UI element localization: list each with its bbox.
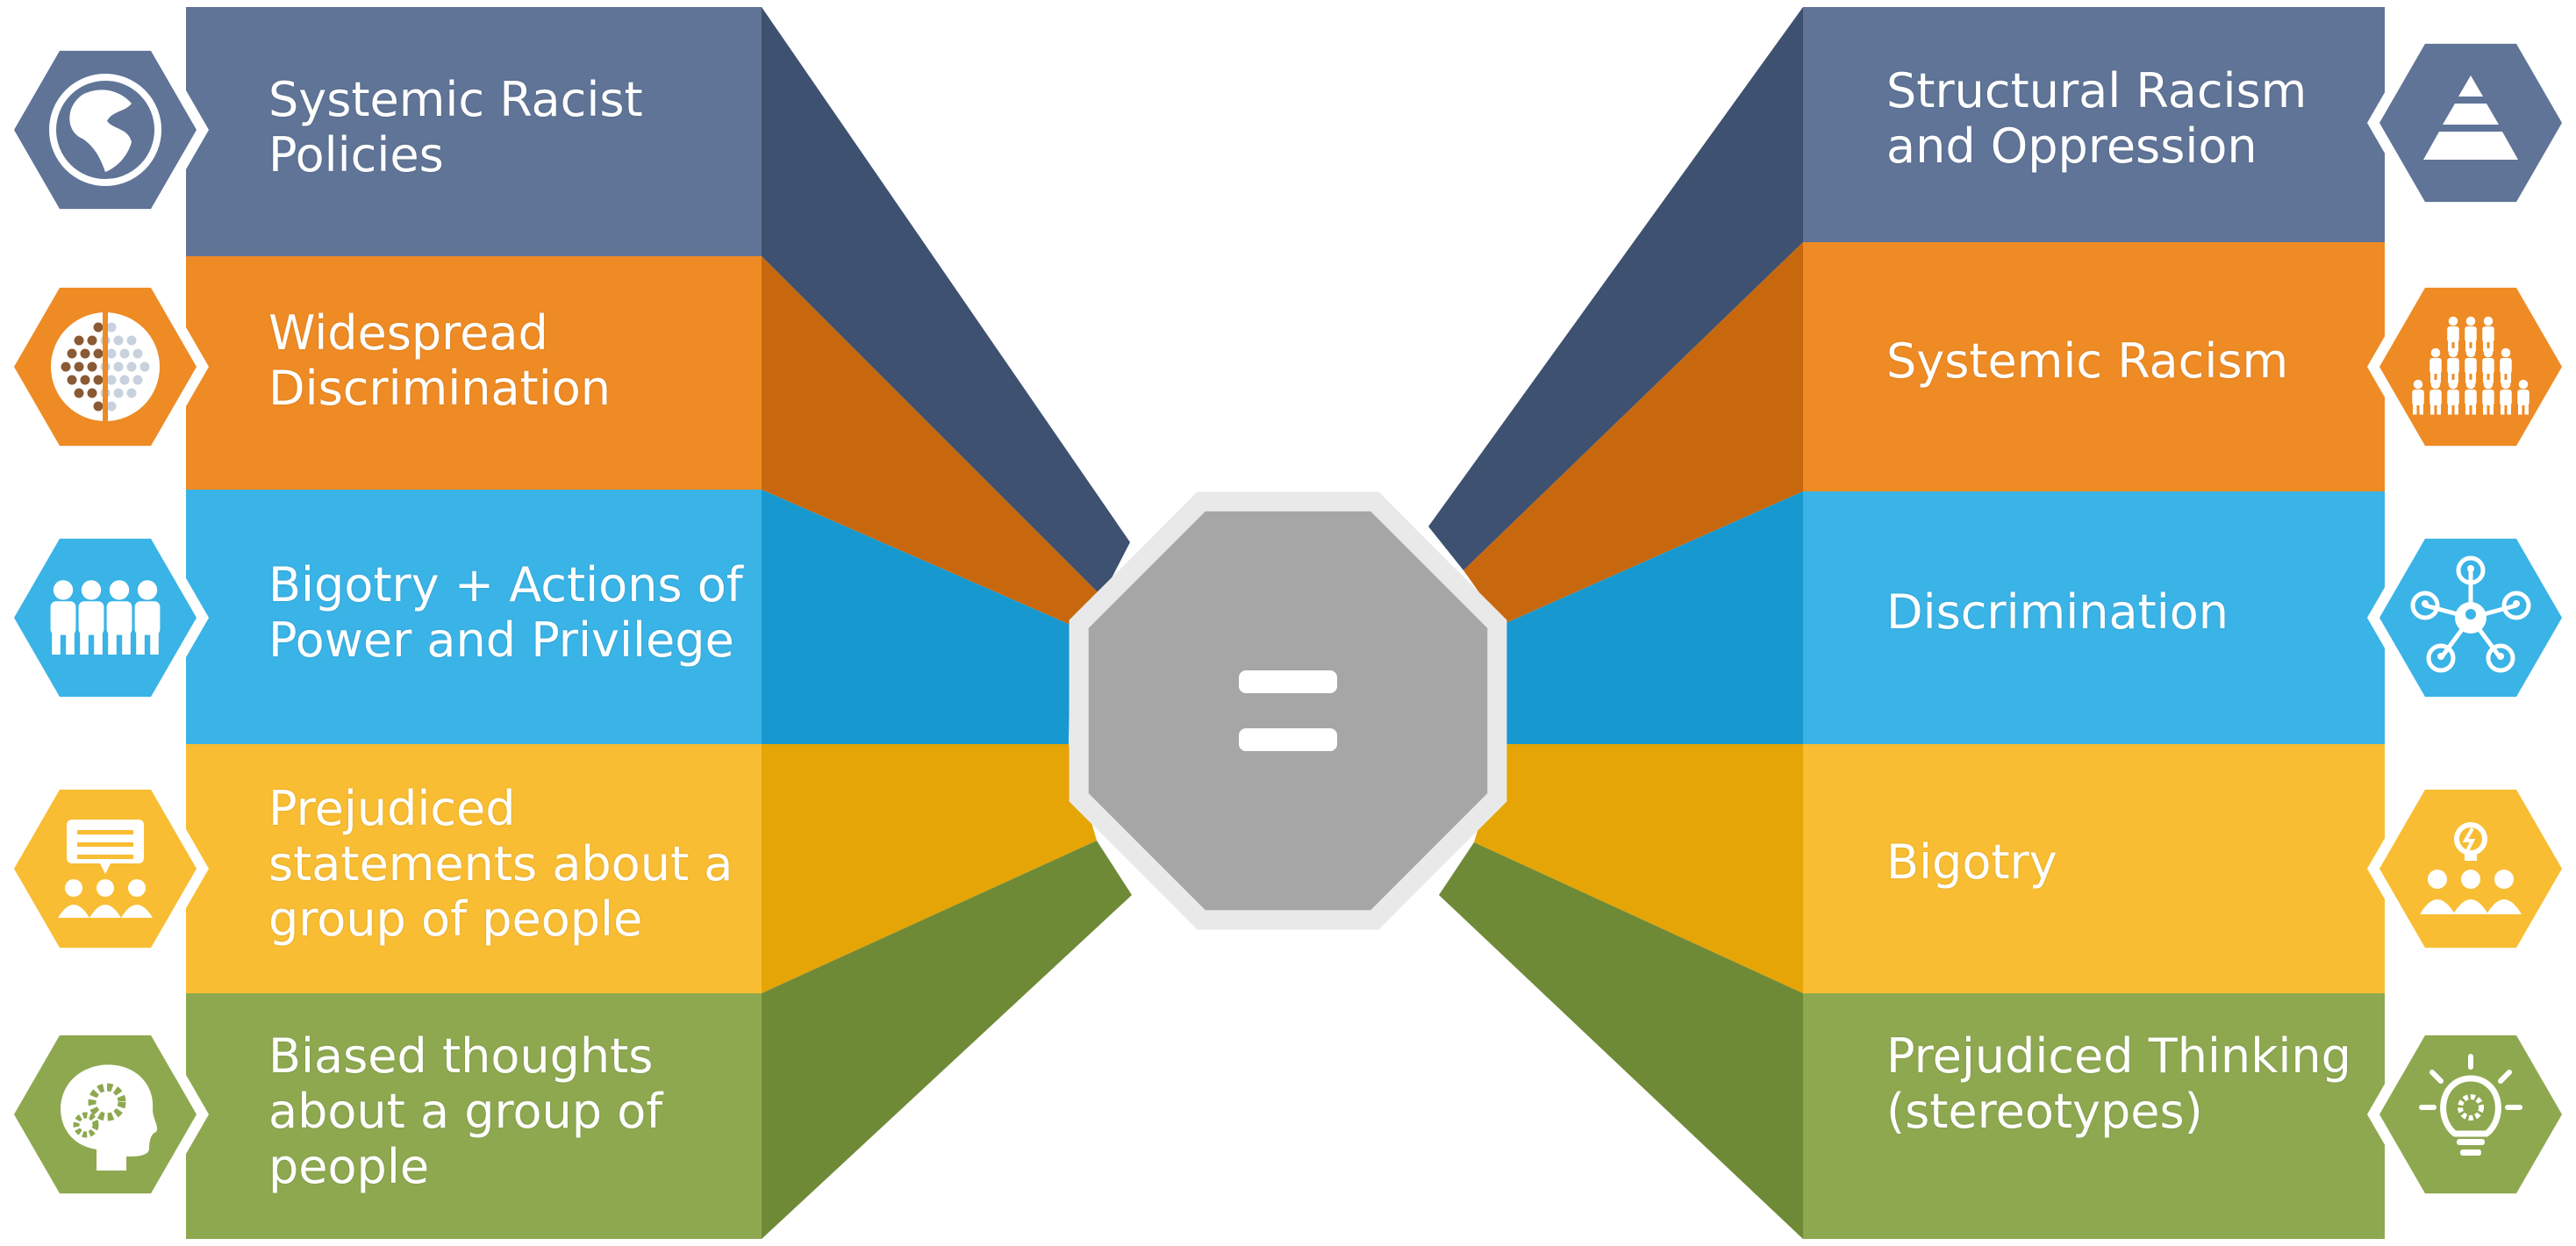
equals-octagon <box>1088 511 1488 911</box>
left-block-prejudice <box>186 993 762 1239</box>
right-block-prejudice <box>1803 993 2385 1239</box>
pyramid-icon <box>2367 32 2574 213</box>
left-block-discrimination <box>186 490 762 744</box>
network-icon <box>2367 527 2574 708</box>
right-label-discrimination: Discrimination <box>1886 584 2229 640</box>
left-label-prejudiced-statements: Prejudiced statements about a group of p… <box>268 781 733 947</box>
right-label-prejudiced-thinking: Prejudiced Thinking (stereotypes) <box>1886 1028 2351 1139</box>
equals-bar-bottom <box>1239 728 1337 751</box>
left-funnel-structural <box>762 7 1130 597</box>
left-block-structural <box>186 7 762 256</box>
left-funnel-prejudice <box>762 841 1132 1239</box>
right-funnel-bigotry <box>1474 744 1803 993</box>
pyramid-icon <box>2423 75 2518 160</box>
globe-icon <box>2 39 209 220</box>
left-block-bigotry <box>186 744 762 993</box>
lightbulb-gear-icon <box>2367 1024 2574 1205</box>
network-icon <box>2410 555 2531 673</box>
globe-icon <box>49 74 161 186</box>
divided-crowd-icon <box>51 311 160 423</box>
left-label-biased-thoughts: Biased thoughts about a group of people <box>268 1028 663 1194</box>
right-block-structural <box>1803 7 2385 242</box>
right-block-discrimination <box>1803 491 2385 744</box>
speech-bubble-audience-icon <box>58 820 153 918</box>
right-funnel-prejudice <box>1439 842 1803 1239</box>
equals-bar-top <box>1239 670 1337 693</box>
equals-sign <box>1239 670 1337 751</box>
lightbulb-team-icon <box>2367 778 2574 959</box>
left-funnel-bigotry <box>762 744 1097 993</box>
lightbulb-gear-icon <box>2419 1054 2522 1156</box>
head-gears-icon <box>2 1024 209 1205</box>
right-block-bigotry <box>1803 744 2385 993</box>
speech-bubble-audience-icon <box>2 778 209 959</box>
right-label-bigotry: Bigotry <box>1886 834 2057 890</box>
head-gears-icon <box>61 1064 158 1171</box>
left-label-widespread-discrimination: Widespread Discrimination <box>268 305 611 416</box>
people-pyramid-icon <box>2367 276 2574 457</box>
right-label-systemic-racism: Systemic Racism <box>1886 333 2289 389</box>
right-label-structural-racism: Structural Racism and Oppression <box>1886 63 2308 174</box>
left-block-systemic <box>186 256 762 490</box>
left-funnel-systemic <box>762 256 1102 625</box>
left-funnel-discrimination <box>762 490 1070 744</box>
right-funnel-structural <box>1428 7 1803 570</box>
right-funnel-discrimination <box>1502 491 1803 744</box>
right-funnel-systemic <box>1463 242 1803 625</box>
left-label-systemic-racist-policies: Systemic Racist Policies <box>268 72 643 183</box>
right-block-systemic <box>1803 242 2385 491</box>
left-label-bigotry-actions: Bigotry + Actions of Power and Privilege <box>268 557 743 668</box>
lightbulb-team-icon <box>2420 822 2522 914</box>
people-pyramid-icon <box>2412 316 2529 415</box>
divided-crowd-icon <box>2 276 209 457</box>
people-group-icon <box>50 580 161 655</box>
people-group-icon <box>2 527 209 708</box>
